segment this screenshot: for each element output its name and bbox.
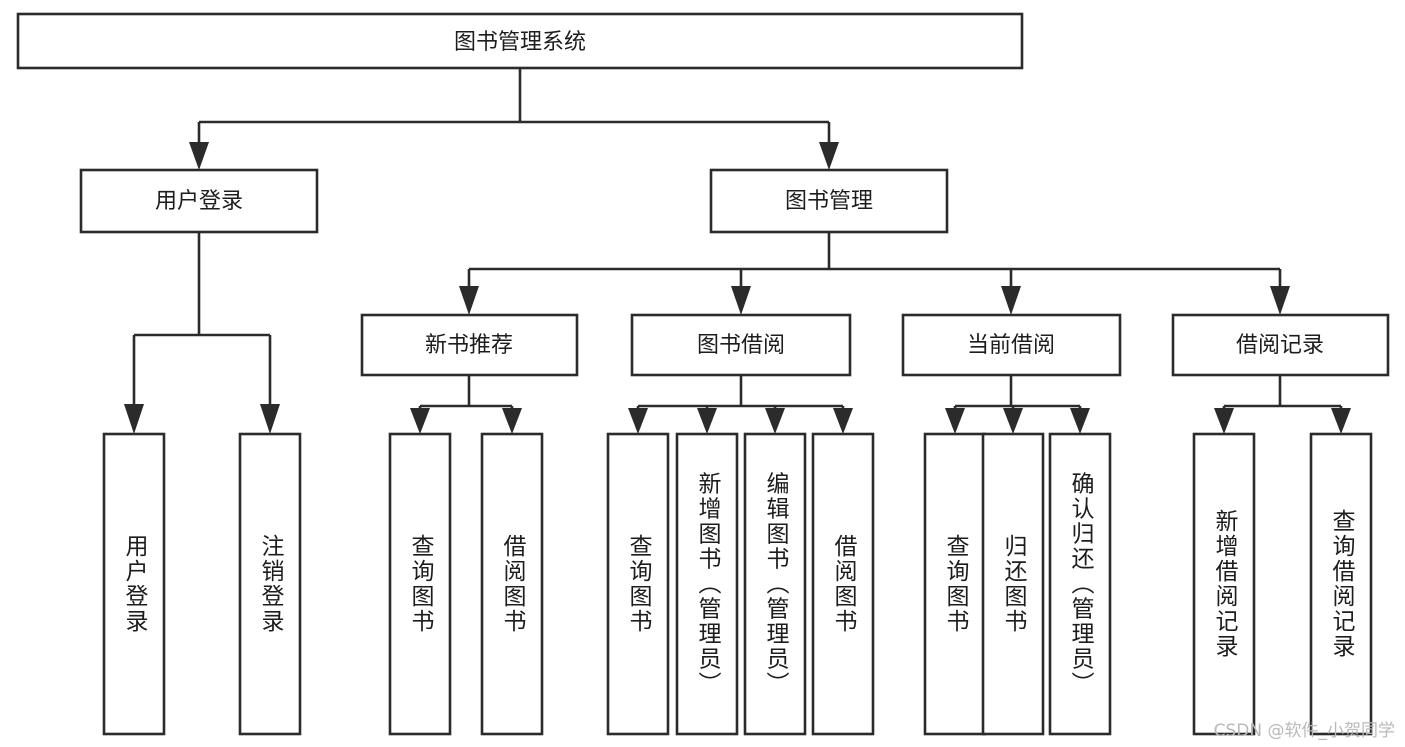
arrow-current-1 [945,408,965,434]
arrow-level3-4 [1270,286,1290,315]
leaf-record-query[interactable]: 查询借阅记录 [1309,432,1373,736]
leaf-record-query-label: 查询借阅记录 [1328,509,1356,659]
arrow-newbook-2 [502,408,522,434]
node-new-book-recommend-label: 新书推荐 [425,333,513,358]
arrow-userlogin-child-2 [260,404,280,434]
leaf-user-login-login[interactable]: 用户登录 [102,432,166,736]
node-book-borrow-label: 图书借阅 [697,333,785,358]
arrow-record-2 [1331,408,1351,434]
arrow-borrow-1 [628,408,648,434]
arrow-userlogin-child-1 [124,404,144,434]
node-book-borrow[interactable]: 图书借阅 [630,313,852,377]
arrow-level3-3 [1001,286,1021,315]
leaf-borrow-edit[interactable]: 编辑图书（管理员） [743,432,807,736]
node-new-book-recommend[interactable]: 新书推荐 [360,313,579,377]
leaf-record-add-label: 新增借阅记录 [1211,509,1239,659]
leaf-current-query-label: 查询图书 [942,534,970,634]
leaf-current-confirm-return-label: 确认归还（管理员） [1067,472,1095,697]
leaf-borrow-edit-label: 编辑图书（管理员） [762,472,790,697]
arrow-borrow-3 [765,408,785,434]
leaf-current-return[interactable]: 归还图书 [981,432,1045,736]
leaf-borrow-borrow-label: 借阅图书 [830,534,858,634]
leaf-borrow-query[interactable]: 查询图书 [606,432,670,736]
leaf-user-login-logout[interactable]: 注销登录 [238,432,302,736]
node-current-borrow[interactable]: 当前借阅 [901,313,1122,377]
leaf-record-add[interactable]: 新增借阅记录 [1192,432,1256,736]
node-book-management-label: 图书管理 [785,189,873,214]
node-root[interactable]: 图书管理系统 [16,12,1024,70]
arrow-level2-book [819,142,839,170]
leaf-borrow-add-label: 新增图书（管理员） [694,472,722,697]
leaf-borrow-query-label: 查询图书 [625,534,653,634]
leaf-current-query[interactable]: 查询图书 [923,432,987,736]
leaf-current-confirm-return[interactable]: 确认归还（管理员） [1048,432,1112,736]
node-user-login[interactable]: 用户登录 [79,168,319,234]
node-borrow-record-label: 借阅记录 [1236,333,1324,358]
arrow-current-3 [1070,408,1090,434]
arrow-level3-1 [459,286,479,315]
arrow-newbook-1 [410,408,430,434]
leaf-user-login-login-label: 用户登录 [121,534,149,634]
connector-layer [124,68,1351,434]
node-borrow-record[interactable]: 借阅记录 [1171,313,1390,377]
arrow-record-1 [1214,408,1234,434]
arrow-level2-user [189,142,209,170]
leaf-newbook-borrow-label: 借阅图书 [499,534,527,634]
leaf-user-login-logout-label: 注销登录 [257,534,285,634]
leaf-current-return-label: 归还图书 [1000,534,1028,634]
leaf-newbook-query[interactable]: 查询图书 [388,432,452,736]
leaf-borrow-add[interactable]: 新增图书（管理员） [675,432,739,736]
arrow-borrow-4 [833,408,853,434]
arrow-current-2 [1003,408,1023,434]
node-current-borrow-label: 当前借阅 [967,333,1055,358]
node-user-login-label: 用户登录 [155,189,243,214]
arrow-level3-2 [731,286,751,315]
leaf-borrow-borrow[interactable]: 借阅图书 [811,432,875,736]
leaf-newbook-query-label: 查询图书 [407,534,435,634]
node-root-label: 图书管理系统 [454,30,586,55]
node-book-management[interactable]: 图书管理 [709,168,949,234]
leaf-newbook-borrow[interactable]: 借阅图书 [480,432,544,736]
arrow-borrow-2 [697,408,717,434]
